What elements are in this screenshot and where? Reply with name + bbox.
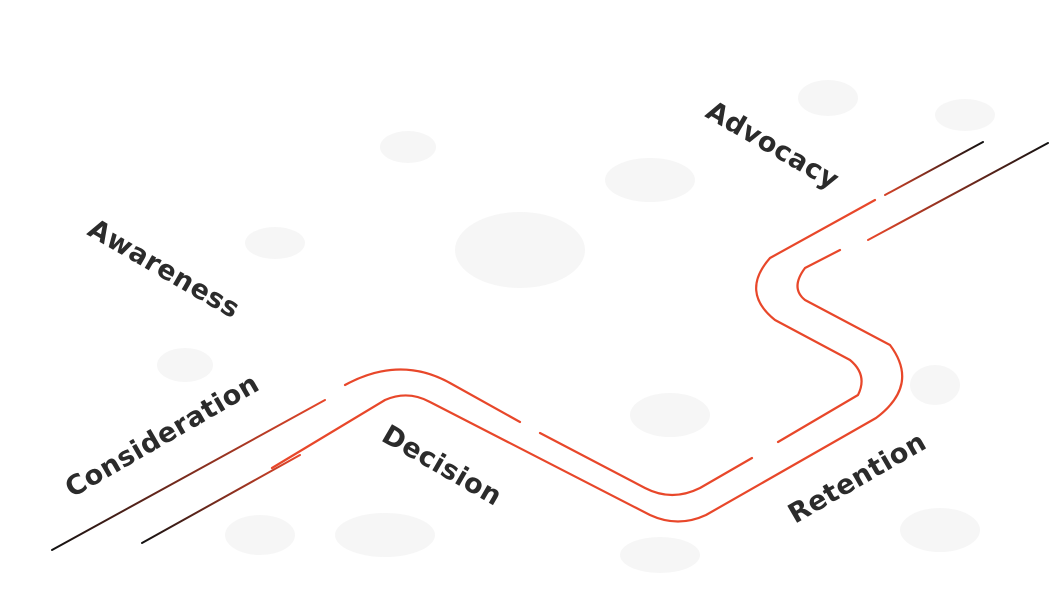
stage-label-decision: Decision — [377, 419, 508, 512]
road-edge-left-inner — [141, 454, 301, 544]
stage-label-consideration: Consideration — [60, 368, 265, 504]
decorative-background — [157, 80, 995, 573]
decor-shape — [900, 508, 980, 552]
decor-shape — [245, 227, 305, 259]
road-edge-right-outer — [884, 141, 984, 196]
decor-shape — [910, 365, 960, 405]
road-edge-inner — [270, 248, 904, 523]
decor-shape — [630, 393, 710, 437]
decor-shape — [225, 515, 295, 555]
decor-shape — [605, 158, 695, 202]
road-edge-left-outer — [51, 399, 326, 551]
road-edge-outer — [343, 198, 877, 497]
decor-shape — [455, 212, 585, 288]
road-edge-right-inner — [867, 142, 1049, 241]
decor-shape — [157, 348, 213, 382]
decor-shape — [798, 80, 858, 116]
decor-shape — [380, 131, 436, 163]
decor-shape — [335, 513, 435, 557]
decor-shape — [935, 99, 995, 131]
decor-shape — [620, 537, 700, 573]
stage-label-awareness: Awareness — [83, 213, 246, 325]
journey-road — [51, 141, 1049, 551]
stage-label-retention: Retention — [783, 426, 932, 530]
